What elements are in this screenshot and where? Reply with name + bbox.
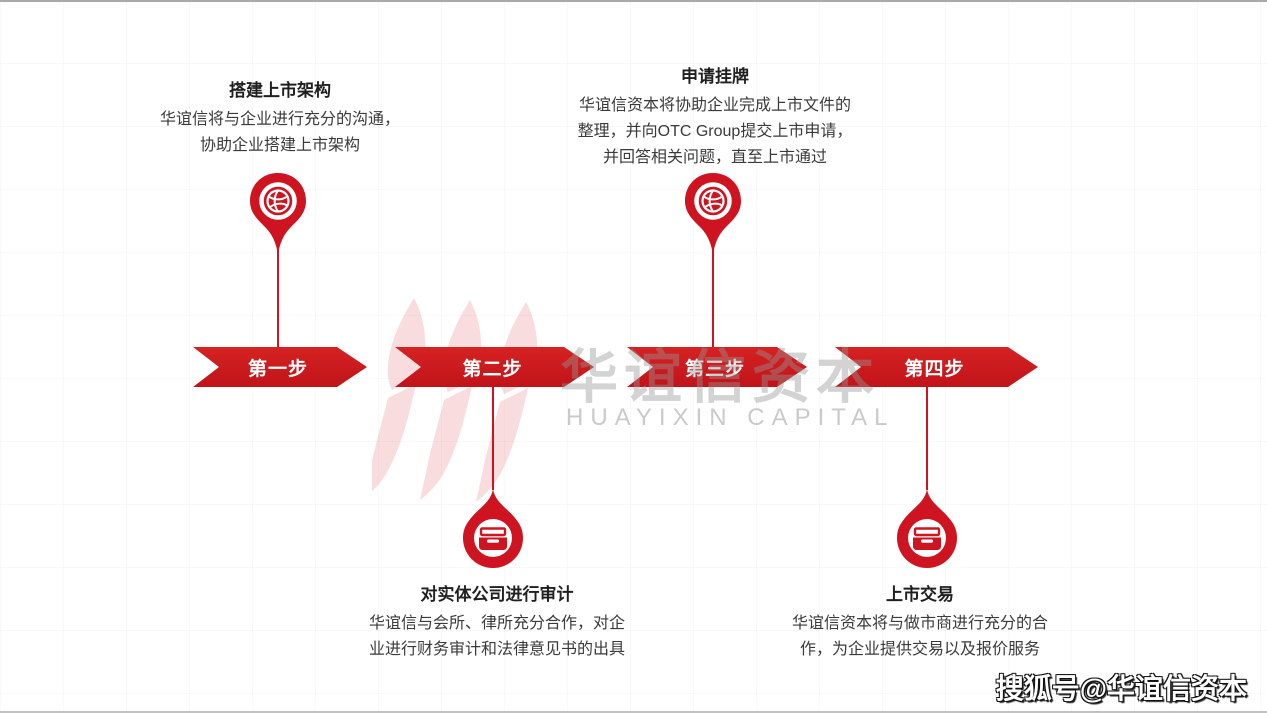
connector-line-step4: [926, 386, 928, 490]
step-body-line: 协助企业搭建上市架构: [199, 137, 360, 154]
step-body-line: 作，为企业提供交易以及报价服务: [799, 641, 1040, 658]
step-title: 申请挂牌: [681, 67, 749, 86]
huayixin-logo-watermark-icon: [372, 298, 538, 502]
step-body-line: 华谊信与会所、律所充分合作，对企: [368, 615, 625, 632]
connector-line-step3: [712, 248, 714, 348]
step-banner-3: 第三步: [627, 347, 807, 387]
step-banner-2: 第二步: [395, 347, 594, 387]
watermark-company-name-en: HUAYIXIN CAPITAL: [566, 404, 895, 431]
step-body-line: 业进行财务审计和法律意见书的出具: [368, 641, 625, 658]
droplet-archive-box-icon: [463, 489, 523, 568]
step-banner-1: 第一步: [193, 347, 367, 387]
step-title: 上市交易: [886, 585, 954, 604]
step-banner-label: 第二步: [462, 358, 523, 380]
step-title: 搭建上市架构: [229, 81, 331, 100]
map-pin-basketball-icon: [685, 173, 741, 255]
map-pin-basketball-icon: [250, 173, 306, 255]
step-detail-1: 搭建上市架构 华谊信将与企业进行充分的沟通， 协助企业搭建上市架构: [110, 80, 450, 159]
step-title: 对实体公司进行审计: [420, 585, 574, 604]
step-body-line: 华谊信资本将协助企业完成上市文件的: [578, 97, 851, 114]
connector-line-step2: [492, 386, 494, 490]
step-detail-4: 上市交易 华谊信资本将与做市商进行充分的合 作，为企业提供交易以及报价服务: [760, 584, 1080, 663]
step-detail-2: 对实体公司进行审计 华谊信与会所、律所充分合作，对企 业进行财务审计和法律意见书…: [337, 584, 657, 663]
droplet-archive-box-icon: [897, 489, 957, 568]
sohu-account-watermark: 搜狐号@华谊信资本: [995, 673, 1247, 704]
step-detail-3: 申请挂牌 华谊信资本将协助企业完成上市文件的 整理，并向OTC Group提交上…: [545, 66, 885, 171]
step-banner-4: 第四步: [835, 347, 1038, 387]
step-body-line: 华谊信将与企业进行充分的沟通，: [159, 111, 400, 128]
watermark-company-name-cn: 华谊信资本: [560, 345, 881, 410]
step-body-line: 整理，并向OTC Group提交上市申请，: [577, 123, 853, 140]
step-body-line: 并回答相关问题，直至上市通过: [602, 149, 827, 166]
connector-line-step1: [277, 248, 279, 348]
step-banner-label: 第四步: [904, 358, 965, 380]
step-banner-label: 第一步: [247, 358, 308, 380]
step-body-line: 华谊信资本将与做市商进行充分的合: [791, 615, 1048, 632]
step-banner-label: 第三步: [684, 358, 745, 380]
